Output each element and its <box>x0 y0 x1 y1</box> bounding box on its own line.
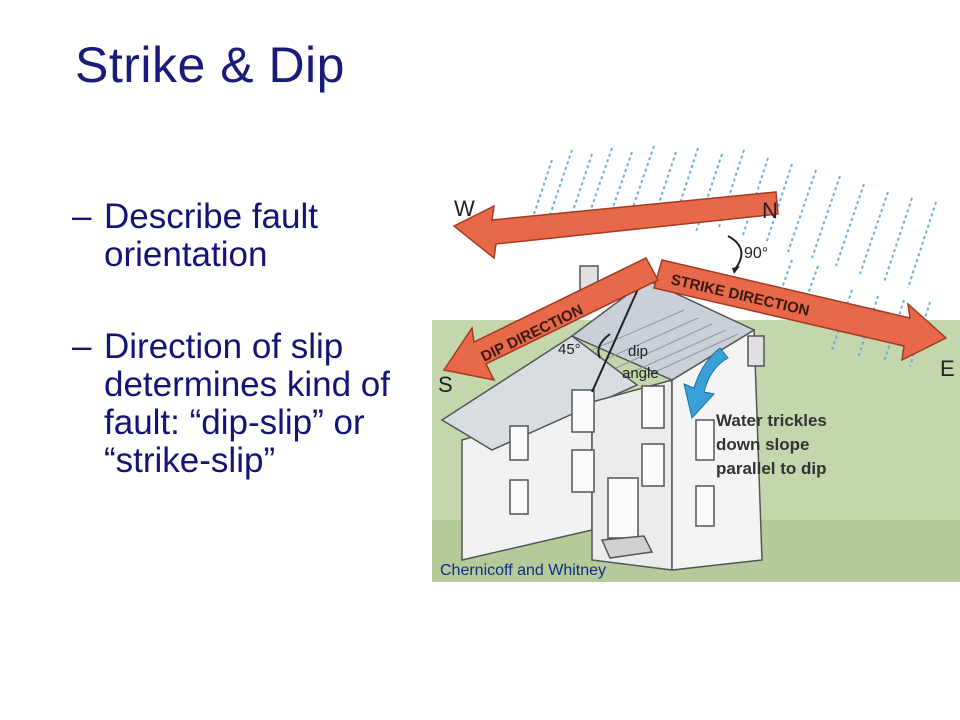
bullet-text: Describe fault orientation <box>104 197 318 274</box>
strike-dip-illustration: W N S E STRIKE DIRECTION DIP DIRECTION 9… <box>432 140 960 582</box>
dip-angle-lines <box>591 279 643 393</box>
water-note-line: down slope <box>716 435 810 454</box>
compass-north: N <box>762 198 778 223</box>
dip-angle-label: angle <box>622 365 659 382</box>
dip-angle-value: 45° <box>558 341 581 358</box>
bullet-item: – Describe fault orientation <box>72 198 432 274</box>
image-credit: Chernicoff and Whitney <box>440 562 607 579</box>
water-trickle-arrow <box>683 347 729 420</box>
water-note-line: parallel to dip <box>716 459 827 478</box>
bullet-item: – Direction of slip determines kind of f… <box>72 328 432 480</box>
dip-angle-label: dip <box>628 343 648 360</box>
bullet-text: Direction of slip determines kind of fau… <box>104 327 390 480</box>
bullet-dash: – <box>72 197 92 236</box>
slide-title: Strike & Dip <box>75 37 345 93</box>
compass-west: W <box>454 196 475 221</box>
dip-direction-arrow <box>442 257 660 382</box>
compass-east: E <box>940 356 955 381</box>
water-note-line: Water trickles <box>716 411 827 430</box>
west-arrow <box>452 191 779 260</box>
bullet-list: – Describe fault orientation – Direction… <box>72 198 432 534</box>
strike-direction-arrow <box>653 259 948 362</box>
bullet-dash: – <box>72 327 92 366</box>
right-angle-label: 90° <box>744 245 768 262</box>
compass-south: S <box>438 372 453 397</box>
